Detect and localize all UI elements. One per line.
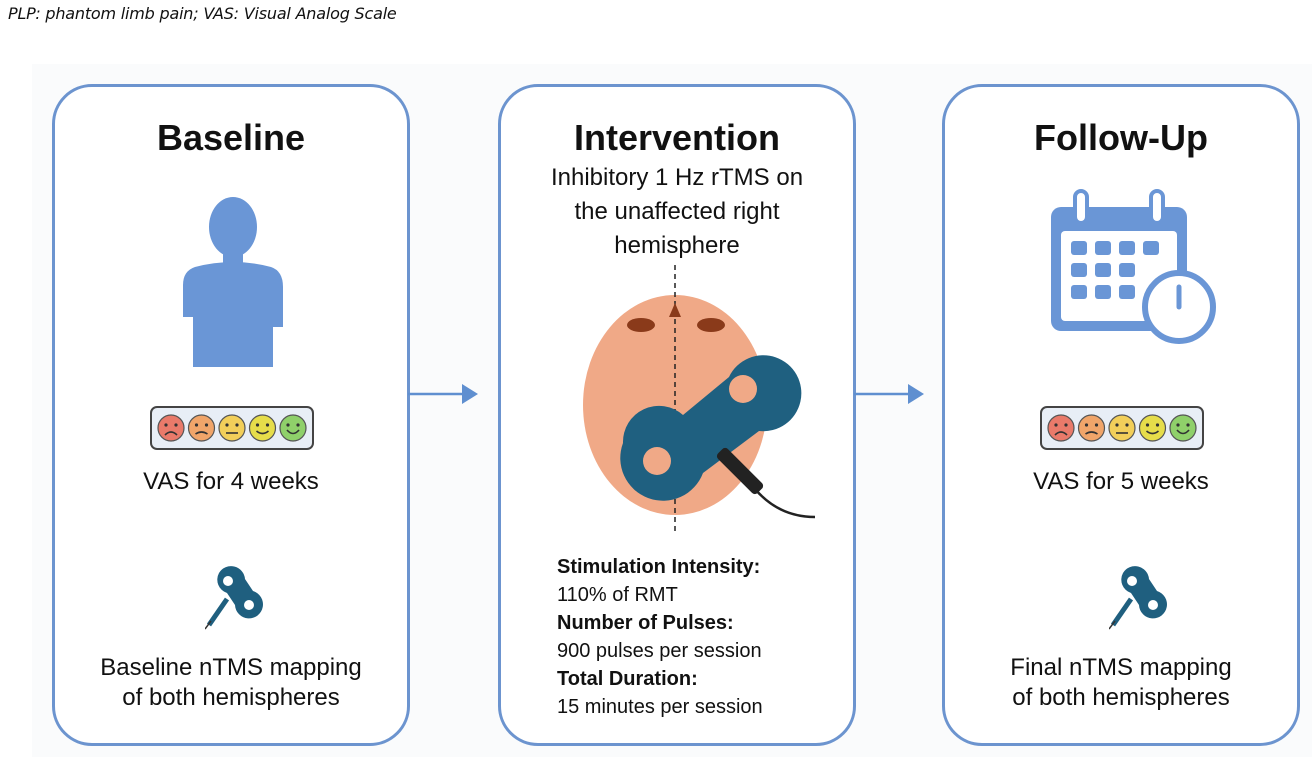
baseline-panel: Baseline VAS for 4 weeks Baseline nTMS m… bbox=[52, 84, 410, 746]
arrow-right-icon bbox=[408, 384, 478, 404]
vas-face-5 bbox=[1169, 414, 1197, 442]
intensity-label: Stimulation Intensity: bbox=[557, 556, 761, 578]
vas-faces-icon bbox=[150, 406, 314, 450]
vas-face-1 bbox=[1047, 414, 1075, 442]
vas-face-5 bbox=[279, 414, 307, 442]
vas-face-3 bbox=[1108, 414, 1136, 442]
intervention-title: Intervention bbox=[573, 117, 780, 158]
stimulation-parameters: Stimulation Intensity: 110% of RMT Numbe… bbox=[557, 553, 763, 721]
pulses-label: Number of Pulses: bbox=[557, 612, 734, 634]
baseline-mapping-line2: of both hemispheres bbox=[122, 684, 340, 711]
baseline-title: Baseline bbox=[156, 117, 306, 158]
vas-face-4 bbox=[1138, 414, 1167, 442]
figure-caption: PLP: phantom limb pain; VAS: Visual Anal… bbox=[8, 4, 397, 23]
duration-value: 15 minutes per session bbox=[557, 696, 763, 718]
tms-coil-icon bbox=[205, 566, 263, 630]
calendar-clock-icon bbox=[1051, 189, 1216, 344]
head-with-coil-icon bbox=[583, 265, 816, 535]
intervention-panel: Intervention Inhibitory 1 Hz rTMS on the… bbox=[498, 84, 856, 746]
vas-face-3 bbox=[218, 414, 246, 442]
vas-face-2 bbox=[187, 414, 216, 442]
study-design-diagram: Baseline VAS for 4 weeks Baseline nTMS m… bbox=[32, 64, 1312, 757]
vas-face-4 bbox=[248, 414, 277, 442]
followup-mapping-line1: Final nTMS mapping bbox=[1010, 654, 1232, 681]
baseline-vas-text: VAS for 4 weeks bbox=[143, 468, 319, 495]
arrow-right-icon bbox=[854, 384, 924, 404]
baseline-mapping-line1: Baseline nTMS mapping bbox=[100, 654, 362, 681]
intervention-subtitle-line3: hemisphere bbox=[614, 232, 740, 259]
intervention-subtitle-line2: the unaffected right bbox=[574, 198, 780, 225]
intervention-subtitle-line1: Inhibitory 1 Hz rTMS on bbox=[550, 164, 804, 191]
duration-label: Total Duration: bbox=[557, 668, 698, 690]
followup-vas-text: VAS for 5 weeks bbox=[1033, 468, 1209, 495]
person-silhouette-icon bbox=[183, 197, 283, 367]
tms-coil-icon bbox=[1109, 566, 1167, 630]
vas-face-1 bbox=[157, 414, 185, 442]
intensity-value: 110% of RMT bbox=[557, 584, 678, 606]
pulses-value: 900 pulses per session bbox=[557, 640, 762, 662]
followup-title: Follow-Up bbox=[1034, 117, 1208, 158]
vas-face-2 bbox=[1077, 414, 1106, 442]
followup-mapping-line2: of both hemispheres bbox=[1012, 684, 1230, 711]
vas-faces-icon bbox=[1040, 406, 1204, 450]
followup-panel: Follow-Up VAS for 5 weeks bbox=[942, 84, 1300, 746]
